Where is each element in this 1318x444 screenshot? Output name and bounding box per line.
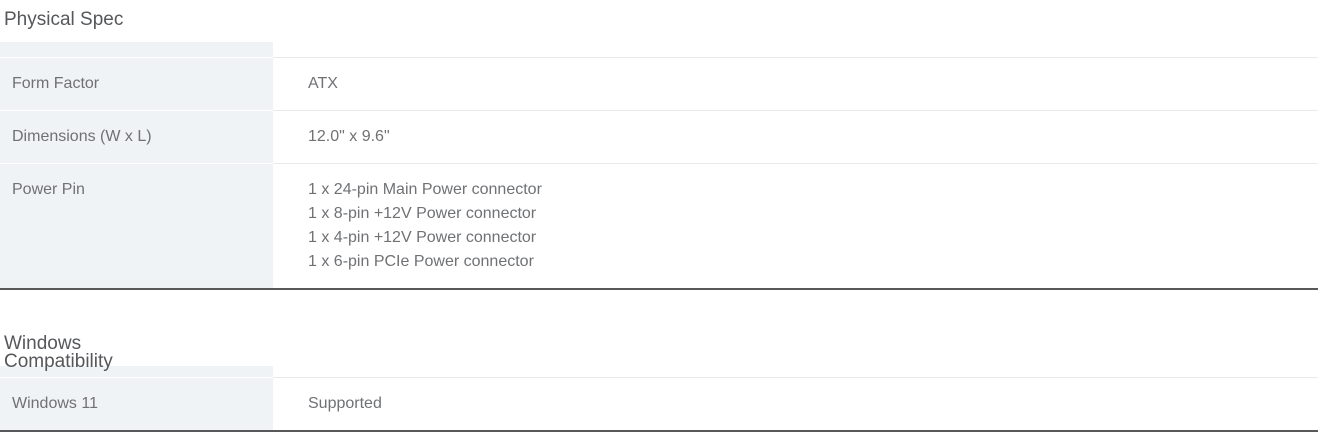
- spec-value-line: 1 x 4-pin +12V Power connector: [308, 229, 537, 246]
- table-spacer-row: [0, 42, 1318, 58]
- physical-spec-table: Form Factor ATX Dimensions (W x L) 12.0"…: [0, 42, 1318, 290]
- spec-value-line: 12.0" x 9.6": [308, 128, 390, 145]
- spacer-label-cell: [0, 366, 273, 378]
- spec-label: Form Factor: [0, 57, 273, 111]
- spec-row-power-pin: Power Pin 1 x 24-pin Main Power connecto…: [0, 163, 1318, 289]
- spec-label: Windows 11: [0, 377, 273, 431]
- spacer-label-cell: [0, 42, 273, 58]
- spec-row-windows-11: Windows 11 Supported: [0, 377, 1318, 431]
- spec-value-line: 1 x 24-pin Main Power connector: [308, 181, 542, 198]
- spec-value-line: 1 x 8-pin +12V Power connector: [308, 205, 537, 222]
- spec-value-line: ATX: [308, 75, 338, 92]
- spacer-value-cell: [273, 42, 1318, 58]
- windows-compatibility-table: Windows 11 Supported: [0, 366, 1318, 432]
- spec-value: Supported: [273, 377, 1318, 431]
- spec-label: Power Pin: [0, 163, 273, 289]
- table-spacer-row: [0, 366, 1318, 378]
- spacer-value-cell: [273, 366, 1318, 378]
- spec-label: Dimensions (W x L): [0, 110, 273, 164]
- spec-value-line: 1 x 6-pin PCIe Power connector: [308, 253, 534, 270]
- section-physical-spec: Physical Spec Form Factor ATX Dimensions…: [0, 9, 1318, 290]
- spec-value: 1 x 24-pin Main Power connector 1 x 8-pi…: [273, 163, 1318, 289]
- spec-value: 12.0" x 9.6": [273, 110, 1318, 164]
- section-title-windows-compatibility: Windows Compatibility: [4, 333, 113, 372]
- spec-row-dimensions: Dimensions (W x L) 12.0" x 9.6": [0, 110, 1318, 164]
- section-title-physical-spec: Physical Spec: [4, 9, 124, 30]
- spec-row-form-factor: Form Factor ATX: [0, 57, 1318, 111]
- spec-value-line: Supported: [308, 395, 382, 412]
- section-windows-compatibility: Windows Compatibility Windows 11 Support…: [0, 333, 1318, 432]
- spec-value: ATX: [273, 57, 1318, 111]
